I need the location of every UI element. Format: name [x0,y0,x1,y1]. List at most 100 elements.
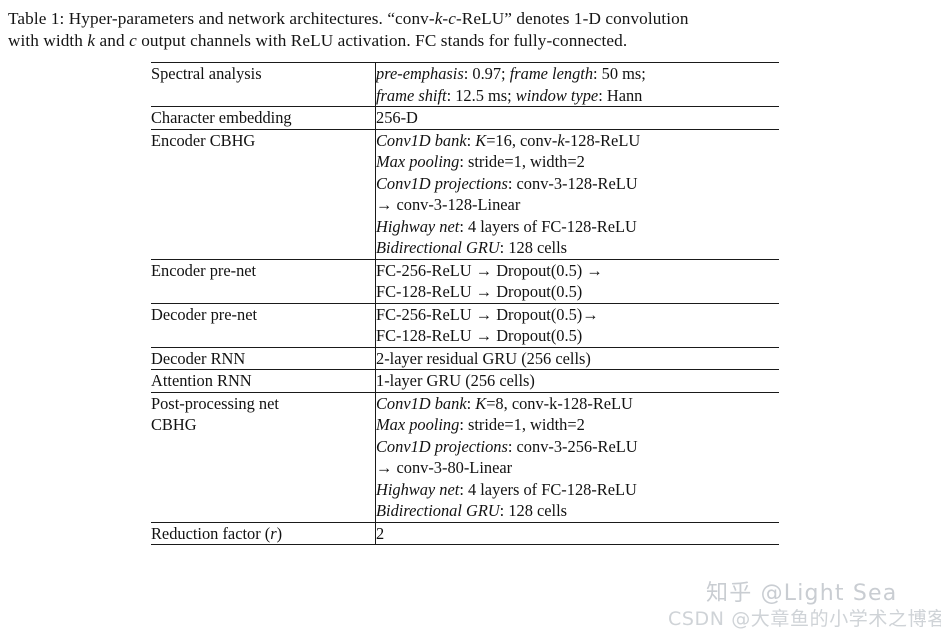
row-value-line: Max pooling: stride=1, width=2 [376,414,779,436]
row-key-cell: Character embedding [151,106,376,129]
table-row: Decoder pre-net FC-256-ReLU → Dropout(0.5… [151,302,779,347]
text-segment: =8, conv-k-128-ReLU [486,393,633,413]
text-segment: 256-D [376,108,418,127]
row-value-line: Max pooling: stride=1, width=2 [376,151,779,173]
text-segment: 2-layer residual GRU (256 cells) [376,348,591,368]
caption-var-c-2: c [129,31,137,50]
text-segment: : 128 cells [499,501,568,520]
row-key-line: Reduction factor (r) [151,523,375,545]
text-segment: FC-128-ReLU → Dropout(0.5) [376,326,583,345]
row-value-line: FC-128-ReLU → Dropout(0.5) [376,325,779,347]
row-value-cell: 256-D [375,106,779,129]
text-segment: : 4 layers of FC-128-ReLU [459,479,637,499]
row-key-cell: Attention RNN [151,369,376,392]
text-segment: : [466,393,476,413]
row-value-line: Bidirectional GRU: 128 cells [376,237,779,259]
row-value-line: → conv-3-128-Linear [376,194,779,216]
text-segment: : conv-3-128-ReLU [507,173,638,193]
row-key-cell: Encoder pre-net [151,258,376,303]
text-segment: Conv1D bank [376,130,467,150]
text-segment: Conv1D bank [376,393,467,413]
text-segment: window type [515,85,599,105]
row-value-cell: 2 [375,521,779,545]
text-segment: frame shift [376,85,447,105]
text-segment: Reduction factor ( [151,523,271,543]
text-segment: Bidirectional GRU [376,238,500,257]
row-value-line: 256-D [376,107,779,129]
row-value-line: FC-128-ReLU → Dropout(0.5) [376,281,779,303]
row-value-line: Conv1D projections: conv-3-128-ReLU [376,173,779,195]
text-segment: : 128 cells [499,238,568,257]
table-row: Encoder CBHG Conv1D bank: K=16, conv-k-12… [151,128,779,259]
row-key-line: Decoder pre-net [151,304,258,324]
row-key-cell: Encoder CBHG [151,128,376,259]
row-value-line: Conv1D projections: conv-3-256-ReLU [376,436,779,458]
csdn-watermark: CSDN @大章鱼的小学术之博客 [668,608,941,630]
text-segment: Highway net [376,479,460,499]
table-caption: Table 1: Hyper-parameters and network ar… [8,8,933,52]
row-key-cell: Reduction factor (r) [151,521,376,545]
text-segment: -128-ReLU [564,130,641,150]
text-segment: 1-layer GRU (256 cells) [376,371,535,390]
text-segment: : 4 layers of FC-128-ReLU [459,216,637,236]
text-segment: : stride=1, width=2 [459,415,585,434]
text-segment: k [557,130,565,150]
text-segment: : stride=1, width=2 [459,152,585,171]
row-value-line: → conv-3-80-Linear [376,457,779,479]
text-segment: → conv-3-128-Linear [376,195,521,214]
text-segment: K [475,393,487,413]
text-segment: r [270,523,277,543]
text-segment: : Hann [598,85,643,105]
row-key-line: Spectral analysis [151,64,262,83]
row-key-cell: Spectral analysis [151,62,376,107]
text-segment: : 50 ms; [593,64,646,83]
caption-var-c: c [448,9,456,28]
text-segment: pre-emphasis [376,64,464,83]
row-value-line: 1-layer GRU (256 cells) [376,370,779,392]
row-key-line: Encoder pre-net [151,260,257,280]
row-value-cell: FC-256-ReLU → Dropout(0.5)→ FC-128-ReLU →… [375,302,779,347]
text-segment: → conv-3-80-Linear [376,458,513,477]
text-segment: ) [276,523,283,543]
text-segment: : conv-3-256-ReLU [507,436,638,456]
row-value-line: Highway net: 4 layers of FC-128-ReLU [376,479,779,501]
text-segment: FC-128-ReLU → Dropout(0.5) [376,282,583,301]
caption-line-2: with width k and c output channels with … [8,31,628,50]
row-key-line: Encoder CBHG [151,130,256,150]
text-segment: : [466,130,476,150]
row-key-line: Post-processing net [151,393,279,413]
row-value-cell: 2-layer residual GRU (256 cells) [375,346,779,370]
row-key-cell: Decoder RNN [151,346,376,370]
text-segment: Conv1D projections [376,173,508,193]
row-value-line: Highway net: 4 layers of FC-128-ReLU [376,216,779,238]
text-segment: =16, conv- [486,130,558,150]
text-segment: Bidirectional GRU [376,501,500,520]
row-value-line: 2-layer residual GRU (256 cells) [376,348,779,370]
row-value-line: Bidirectional GRU: 128 cells [376,500,779,522]
text-segment: K [475,130,487,150]
row-key-line: CBHG [151,415,197,434]
caption-var-k: k [434,9,443,28]
row-value-cell: FC-256-ReLU → Dropout(0.5) →FC-128-ReLU … [375,258,779,303]
caption-var-k-2: k [87,31,96,50]
row-value-line: FC-256-ReLU → Dropout(0.5) → [376,260,779,282]
text-segment: Max pooling [376,415,460,434]
row-value-line: frame shift: 12.5 ms; window type: Hann [376,85,779,107]
text-segment: : 0.97; [463,64,510,83]
table-row: Reduction factor (r)2 [151,521,779,545]
row-value-line: Conv1D bank: K=16, conv-k-128-ReLU [376,130,779,152]
row-key-line: Attention RNN [151,371,252,390]
text-segment: Max pooling [376,152,460,171]
text-segment: FC-256-ReLU → Dropout(0.5)→ [376,304,599,324]
table-row: Encoder pre-net FC-256-ReLU → Dropout(0.5… [151,258,779,303]
text-segment: Conv1D projections [376,436,508,456]
text-segment: frame length [509,64,594,83]
table-row: Spectral analysis pre-emphasis: 0.97; fra… [151,62,779,107]
row-key-cell: Decoder pre-net [151,302,376,347]
text-segment: : 12.5 ms; [446,85,516,105]
